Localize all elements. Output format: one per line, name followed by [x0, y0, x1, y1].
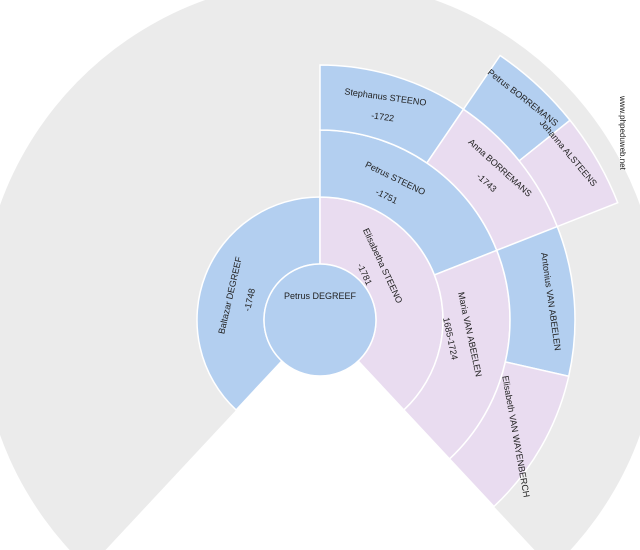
person-circle-petrus-degreef[interactable]	[263, 263, 377, 377]
root-name: Petrus DEGREEF	[284, 291, 357, 301]
stephanus-dates: -1722	[371, 110, 395, 123]
site-watermark: www.phpeduweb.net	[618, 96, 627, 170]
person-segment-johanna-alsteens[interactable]	[518, 119, 619, 228]
person-segment-elisabeth-van-wayenberch[interactable]	[448, 361, 570, 508]
